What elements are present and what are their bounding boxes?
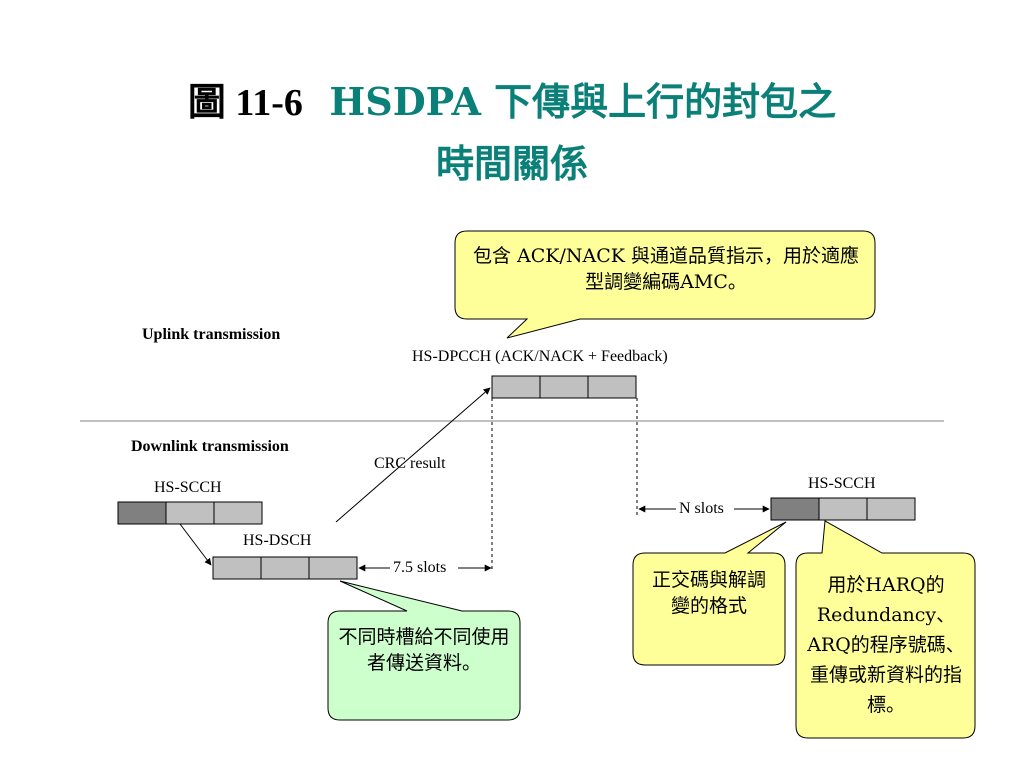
scch-to-dsch-arrow: [179, 523, 212, 566]
crc-result-arrow: [335, 387, 491, 523]
hs-scch-right-slots: [770, 497, 916, 521]
figure-number: 圖 11-6: [187, 82, 303, 124]
page-title-line-1: 圖 11-6 HSDPA 下傳與上行的封包之: [0, 76, 1024, 129]
downlink-label: Downlink transmission: [131, 438, 289, 455]
page-title-line-2: 時間關係: [435, 141, 588, 186]
title-accent: HSDPA 下傳與上行的封包之: [329, 79, 837, 124]
callout-bottom-left-shape: [327, 580, 521, 721]
n-slots-label: N slots: [679, 500, 724, 517]
slots-7-5-label: 7.5 slots: [393, 559, 447, 576]
hs-dpcch-label: HS-DPCCH (ACK/NACK + Feedback): [412, 348, 668, 365]
callout-bottom-mid-shape: [632, 521, 787, 666]
callout-top-shape: [454, 230, 876, 339]
hs-dsch-label: HS-DSCH: [243, 532, 312, 549]
hs-scch-left-label: HS-SCCH: [154, 479, 222, 496]
callout-bottom-mid-text: 正交碼與解調變的格式: [651, 569, 766, 617]
callout-bottom-right-text: 用於HARQ的Redundancy、ARQ的程序號碼、 重傳或新資料的指標。: [807, 574, 965, 716]
uplink-label: Uplink transmission: [142, 326, 281, 343]
callout-bottom-left-text: 不同時槽給不同使用者傳送資料。: [338, 626, 510, 674]
crc-result-label: CRC result: [374, 455, 446, 472]
hs-scch-left-slots: [117, 501, 263, 525]
hs-dpcch-slots: [491, 375, 637, 399]
callout-bottom-right-shape: [795, 520, 976, 739]
callout-top-text: 包含 ACK/NACK 與通道品質指示，用於適應型調變編碼AMC。: [472, 245, 859, 293]
hs-scch-right-label: HS-SCCH: [808, 475, 876, 492]
hs-dsch-slots: [212, 556, 358, 580]
